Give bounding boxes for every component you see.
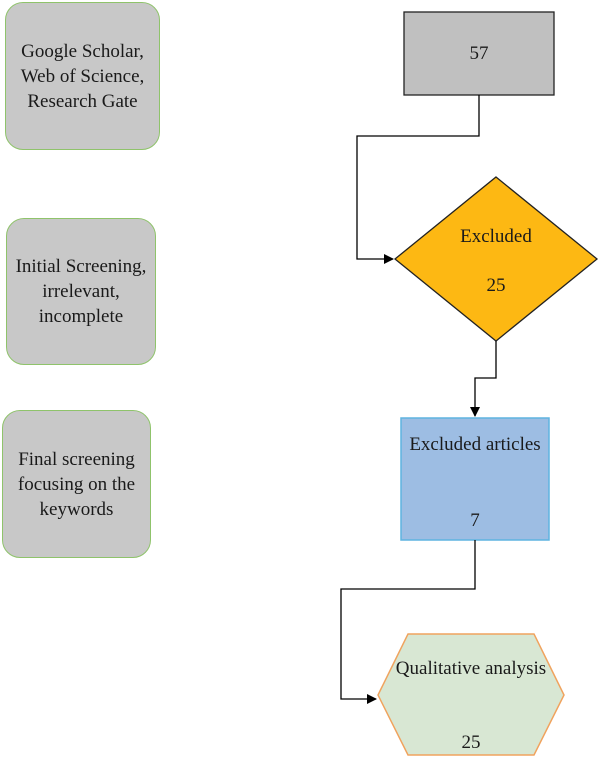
- total-box: [403, 11, 555, 96]
- qualitative-hexagon: [377, 633, 565, 756]
- qualitative-label: Qualitative analysis: [395, 658, 547, 679]
- stage-box-sources: Google Scholar, Web of Science, Research…: [5, 2, 160, 150]
- stage-box-initial-screening: Initial Screening, irrelevant, incomplet…: [6, 218, 156, 365]
- arrow-total-to-excluded: [356, 95, 480, 264]
- arrow-excluded-to-articles: [470, 341, 497, 417]
- excluded-diamond: [393, 176, 599, 342]
- qualitative-count: 25: [461, 732, 481, 753]
- excluded-articles-count: 7: [470, 510, 480, 531]
- excluded-articles-label: Excluded articles: [409, 434, 541, 455]
- arrow-articles-to-qualitative: [340, 540, 476, 704]
- stage-box-initial-screening-text: Initial Screening, irrelevant, incomplet…: [15, 256, 147, 327]
- excluded-count: 25: [486, 275, 506, 296]
- stage-box-final-screening: Final screening focusing on the keywords: [2, 410, 151, 558]
- total-count: 57: [469, 43, 489, 64]
- stage-box-sources-text: Google Scholar, Web of Science, Research…: [20, 40, 145, 112]
- excluded-label: Excluded: [460, 226, 532, 247]
- stage-box-final-screening-text: Final screening focusing on the keywords: [17, 448, 136, 520]
